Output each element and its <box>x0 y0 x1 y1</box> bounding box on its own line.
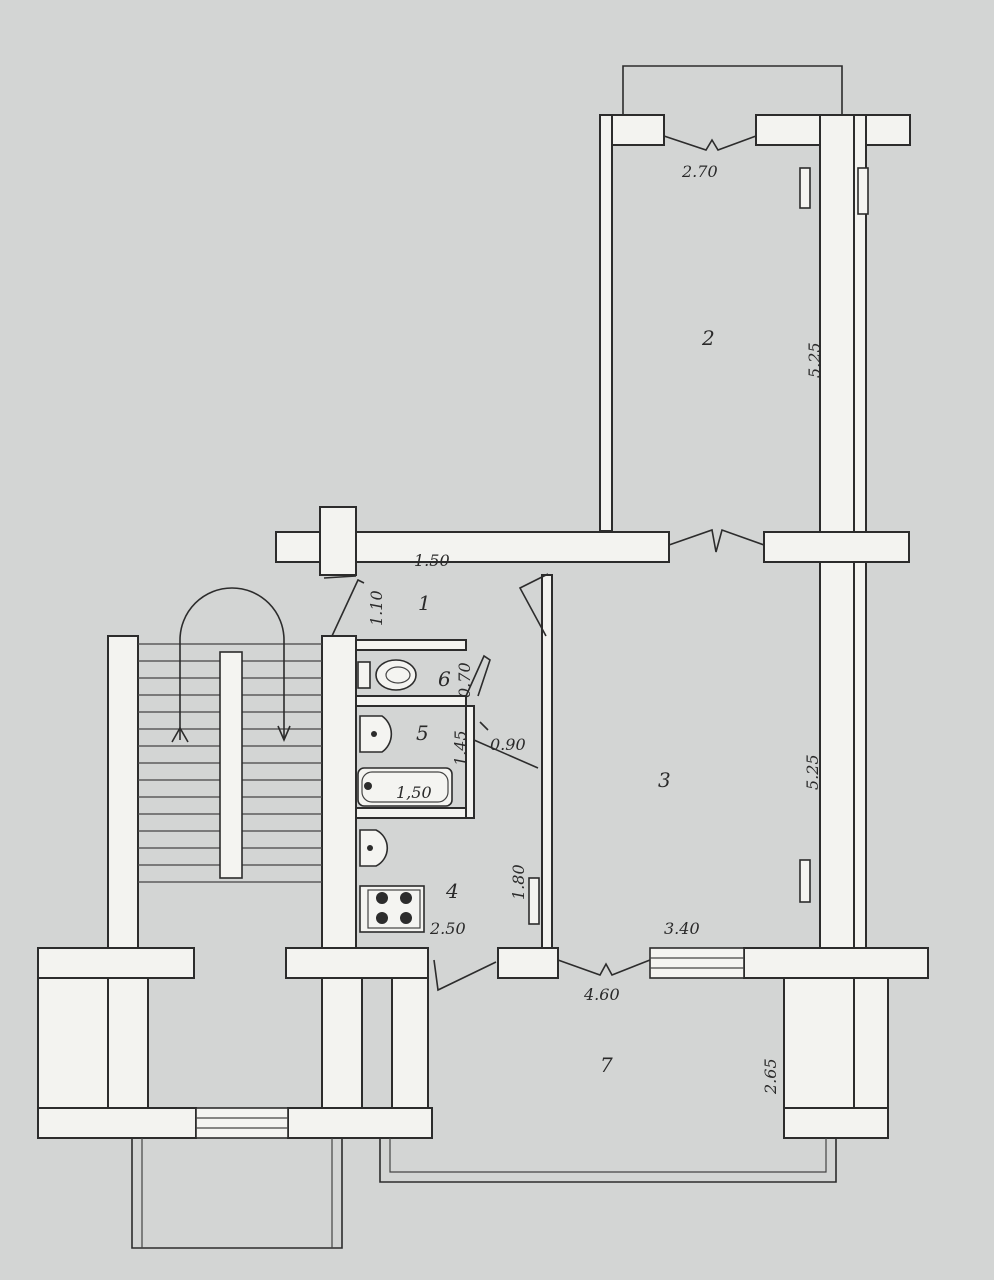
dim-loggia-depth: 2.65 <box>761 1058 780 1095</box>
stair-balcony <box>131 1138 343 1249</box>
bathtub-icon <box>357 767 453 807</box>
dim-wc-width: 0.70 <box>455 662 474 698</box>
dim-room2-width: 2.70 <box>681 162 718 181</box>
room-7-label: 7 <box>600 1053 613 1077</box>
windows <box>195 167 869 1139</box>
dim-bath-door: 0.90 <box>490 735 526 754</box>
dim-kitchen-depth: 1.80 <box>509 864 528 900</box>
dim-kitchen-width: 2.50 <box>429 919 466 938</box>
dimension-labels: 2.70 5.25 1.50 1.10 0.70 1.45 0.90 1,50 … <box>367 162 824 1095</box>
dim-loggia-width: 4.60 <box>583 985 620 1004</box>
dim-room3-length: 5.25 <box>803 754 822 790</box>
staircase <box>138 587 322 883</box>
room-5-label: 5 <box>416 721 429 745</box>
kitchen-sink-icon <box>359 829 389 867</box>
walls <box>37 114 929 1139</box>
dim-hall-width: 1.50 <box>414 551 450 570</box>
doors <box>323 135 765 992</box>
room-3-label: 3 <box>658 768 671 792</box>
stove-icon <box>359 885 425 933</box>
dim-room2-length: 5.25 <box>805 342 824 378</box>
dim-bathtub: 1,50 <box>396 783 432 802</box>
room-6-label: 6 <box>438 667 451 691</box>
dim-room3-width: 3.40 <box>664 919 700 938</box>
dim-hall-depth: 1.10 <box>367 590 386 626</box>
room-2-label: 2 <box>701 326 715 350</box>
loggia-railing <box>379 1138 837 1183</box>
room-1-label: 1 <box>418 591 431 615</box>
top-balcony <box>622 65 843 115</box>
fixtures <box>357 659 453 933</box>
room-labels: 1 2 3 4 5 6 7 <box>416 326 715 1077</box>
toilet-icon <box>357 659 417 691</box>
dim-bath-depth: 1.45 <box>451 730 470 766</box>
room-4-label: 4 <box>445 879 459 903</box>
washbasin-icon <box>359 715 393 753</box>
